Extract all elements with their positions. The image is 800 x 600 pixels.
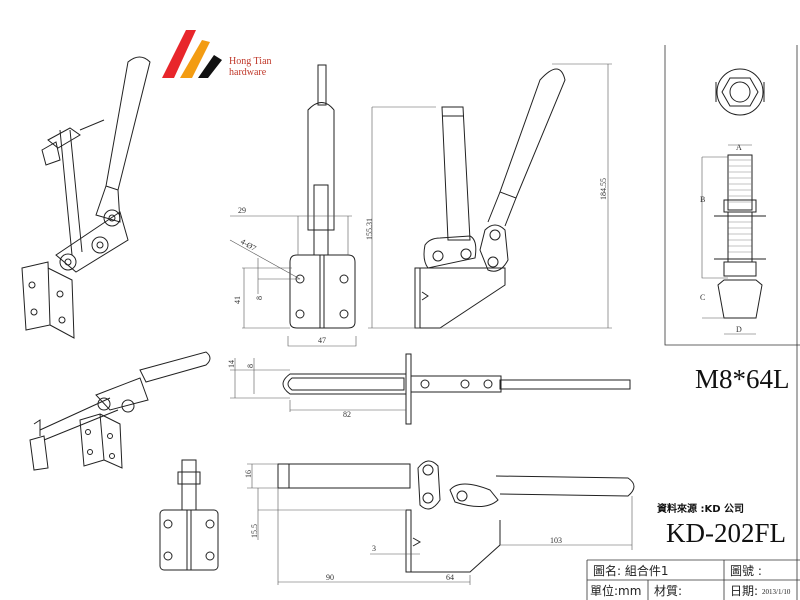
dim-29: 29 — [238, 206, 246, 215]
dim-b: B — [700, 195, 705, 204]
dim-a: A — [736, 143, 742, 152]
dim-8-plan: 8 — [246, 364, 255, 368]
dim-90: 90 — [326, 573, 334, 582]
unit-label: 單位:mm — [590, 583, 641, 598]
drawing-name: 圖名: 組合件1 — [593, 563, 669, 578]
top-view: 29 4-Ø7 8 41 47 — [229, 64, 357, 347]
dim-47: 47 — [318, 336, 326, 345]
hong-tian-logo: Hong Tian hardware — [162, 30, 272, 78]
dim-c: C — [700, 293, 705, 302]
end-view — [159, 459, 219, 571]
dim-14: 14 — [227, 360, 236, 368]
date-label: 日期: — [730, 584, 758, 598]
drawing-number-label: 圖號 : — [730, 564, 762, 578]
source-note: 資料來源 :KD 公司 — [657, 502, 744, 515]
dim-15-5: 15.5 — [250, 524, 259, 538]
front-view: 16 15.5 3 90 64 103 — [244, 460, 635, 585]
dim-3: 3 — [372, 544, 376, 553]
logo-text-line1: Hong Tian — [229, 56, 272, 67]
date-value: 2013/1/10 — [762, 588, 791, 596]
dim-64: 64 — [446, 573, 454, 582]
isometric-view-open — [21, 56, 151, 339]
logo-text-line2: hardware — [229, 67, 267, 78]
plan-view: 14 8 82 — [227, 353, 631, 425]
model-number: KD-202FL — [666, 518, 786, 548]
dim-184-55: 184.55 — [599, 178, 608, 200]
spindle-detail-panel: A B C D M8*64L — [664, 45, 800, 600]
dim-16: 16 — [244, 470, 253, 478]
isometric-view-closed — [29, 351, 211, 471]
title-block: 圖名: 組合件1 圖號 : 單位:mm 材質: 日期: 2013/1/10 — [586, 559, 800, 600]
dim-82: 82 — [343, 410, 351, 419]
material-label: 材質: — [654, 583, 682, 598]
dim-d: D — [736, 325, 742, 334]
side-view: 155.31 184.55 — [365, 63, 612, 329]
dim-155-31: 155.31 — [365, 218, 374, 240]
dim-41: 41 — [233, 296, 242, 304]
dim-8-top: 8 — [255, 296, 264, 300]
spindle-spec: M8*64L — [695, 364, 790, 394]
dim-103: 103 — [550, 536, 562, 545]
